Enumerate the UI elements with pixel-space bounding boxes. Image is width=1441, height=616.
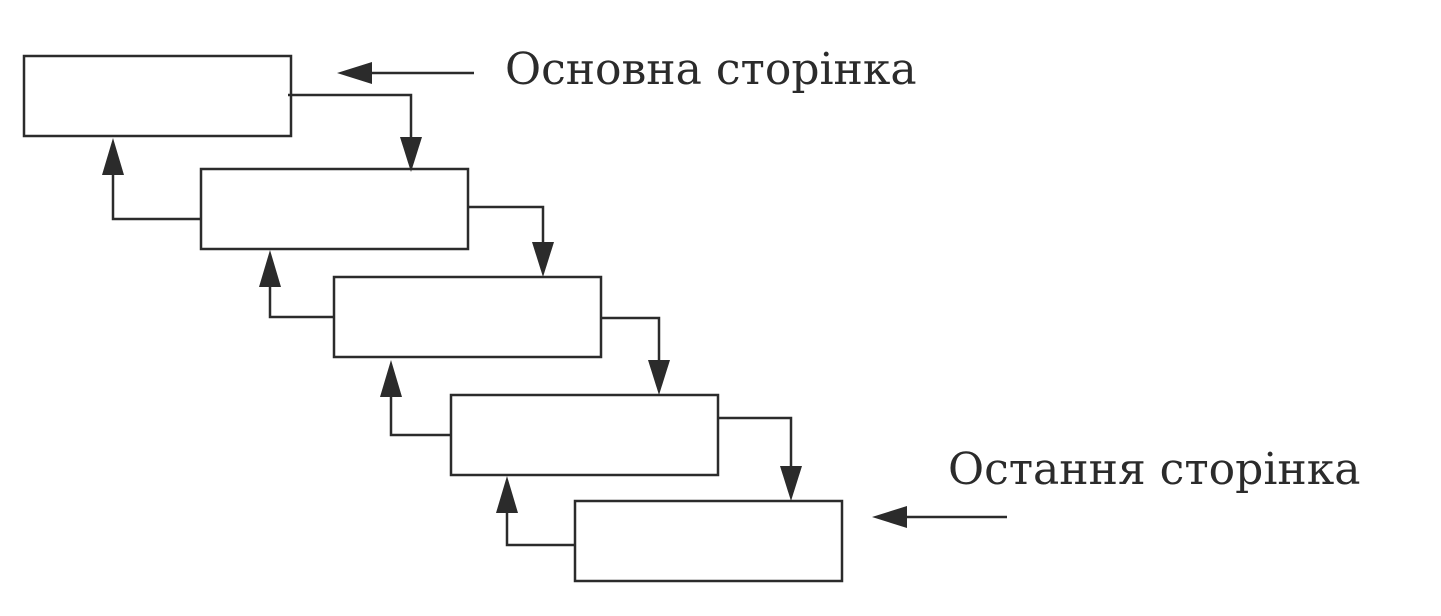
back-arrow-4-3 (380, 360, 451, 437)
page-box-5 (573, 499, 844, 583)
page-box-3 (332, 275, 603, 359)
main-page-label: Основна сторінка (505, 44, 917, 95)
forward-arrow-3-4 (601, 316, 670, 395)
back-arrow-2-1 (102, 138, 201, 221)
last-page-label: Остання сторінка (948, 444, 1360, 495)
forward-arrow-2-3 (468, 205, 554, 277)
forward-arrow-4-5 (718, 416, 802, 501)
back-arrow-5-4 (496, 476, 575, 547)
forward-arrow-1-2 (288, 93, 422, 172)
back-arrow-3-2 (259, 250, 334, 319)
page-box-1 (22, 54, 293, 138)
main-page-pointer-arrow (337, 62, 474, 84)
page-box-4 (449, 393, 720, 477)
last-page-pointer-arrow (872, 506, 1007, 528)
page-box-2 (199, 167, 470, 251)
